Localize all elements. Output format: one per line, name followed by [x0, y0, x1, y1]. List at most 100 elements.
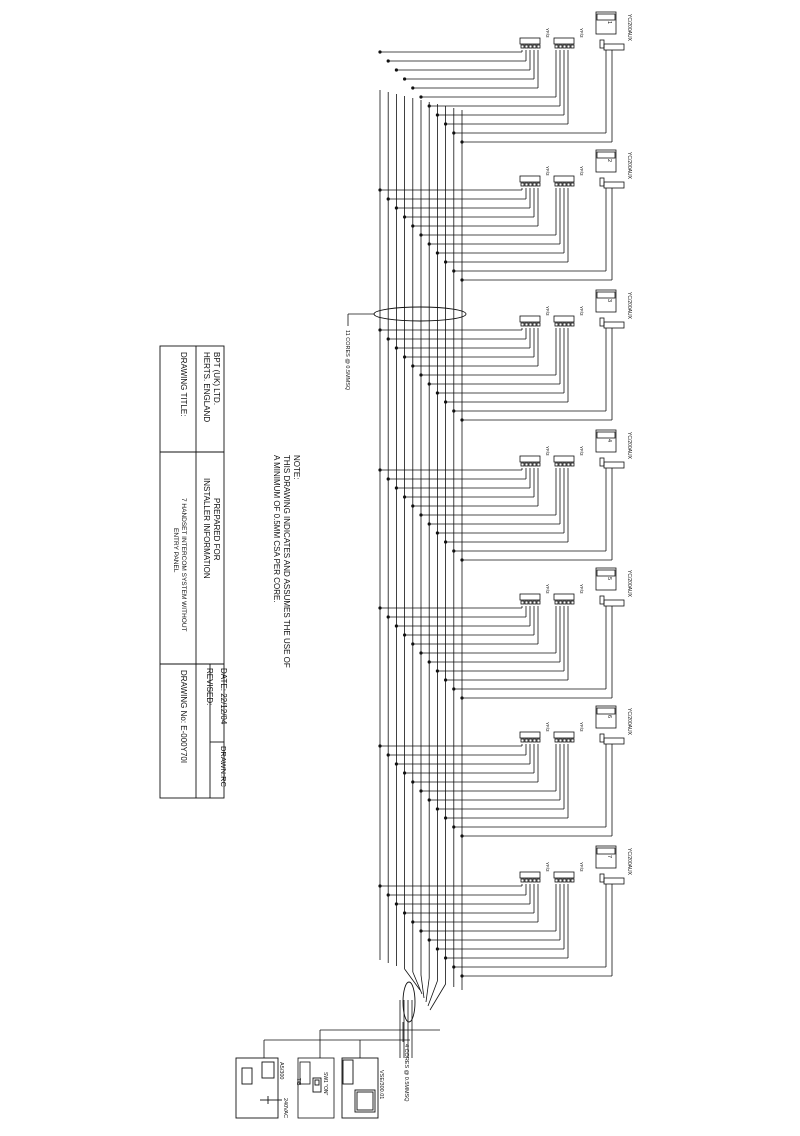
handset-earpiece — [596, 431, 616, 439]
junction-dot — [378, 884, 382, 888]
distributor-terminal — [570, 738, 575, 743]
distributor-terminal — [566, 878, 571, 883]
junction-dot — [419, 789, 423, 793]
handset-body — [595, 289, 617, 313]
handset-terminal — [599, 177, 605, 187]
junction-dot — [386, 615, 390, 619]
junction-dot — [427, 938, 431, 942]
handset-body — [595, 567, 617, 591]
handset-terminal-strip — [603, 877, 625, 885]
distributor-model-label: YF/3 — [545, 166, 550, 176]
distributor-terminal — [536, 182, 541, 187]
distributor-terminal — [566, 322, 571, 327]
distributor-terminal — [524, 738, 529, 743]
distributor-terminal — [558, 878, 563, 883]
distributor-terminal-strip — [553, 315, 575, 323]
junction-dot — [411, 780, 415, 784]
distributor-terminal — [562, 44, 567, 49]
junction-dot — [435, 669, 439, 673]
note-line-2: A MINIMUM OF 0.5MM CSA PER CORE. — [272, 455, 281, 603]
junction-dot — [394, 624, 398, 628]
distributor-terminal-strip — [519, 455, 541, 463]
junction-dot — [435, 807, 439, 811]
bus-to-panel-wire — [425, 977, 430, 1003]
distributor-terminal — [570, 322, 575, 327]
station-number: 3 — [606, 299, 612, 302]
distributor-model-label: YF/3 — [579, 584, 584, 594]
handset-earpiece — [596, 569, 616, 577]
prepared-line-1: PREPARED FOR — [212, 498, 221, 561]
distributor-terminal — [558, 462, 563, 467]
handset-terminal-strip — [603, 461, 625, 469]
main-cable-label: 11 CORES @ 0.5MMSQ — [344, 330, 350, 391]
junction-dot — [435, 113, 439, 117]
distributor-model-label: YF/3 — [579, 28, 584, 38]
panel-model-label: VSE/300.01 — [378, 1070, 384, 1099]
distributor-terminal — [520, 600, 525, 605]
junction-dot — [443, 400, 448, 404]
distributor-terminal-strip — [519, 731, 541, 739]
station-number: 2 — [606, 159, 612, 162]
junction-dot — [411, 504, 415, 508]
distributor-terminal-strip — [553, 455, 575, 463]
junction-dot — [402, 355, 407, 359]
junction-dot — [427, 382, 431, 386]
distributor-terminal — [528, 600, 533, 605]
handset-model-label: YC/200AUX — [626, 292, 632, 320]
panel-cable-label: 4 CORES @ 0.5MMSQ — [403, 1044, 409, 1102]
distributor-terminal — [558, 600, 563, 605]
distributor-terminal — [524, 182, 529, 187]
distributor-model-label: YF/3 — [545, 722, 550, 732]
distributor-terminal — [558, 182, 563, 187]
junction-dot — [411, 920, 415, 924]
station-number: 4 — [606, 439, 612, 442]
distributor-terminal — [524, 44, 529, 49]
distributor-terminal — [528, 322, 533, 327]
junction-dot — [386, 337, 390, 341]
junction-dot — [452, 687, 456, 691]
distributor-terminal — [570, 600, 575, 605]
junction-dot — [411, 364, 415, 368]
handset-body — [595, 149, 617, 173]
junction-dot — [402, 771, 407, 775]
junction-dot — [419, 95, 423, 99]
junction-dot — [435, 947, 439, 951]
station-number: 5 — [606, 577, 612, 580]
junction-dot — [386, 197, 390, 201]
distributor-terminal-strip — [519, 175, 541, 183]
distributor-model-label: YF/3 — [579, 862, 584, 872]
junction-dot — [435, 391, 439, 395]
distributor-terminal-strip — [553, 37, 575, 45]
junction-dot — [419, 233, 423, 237]
junction-dot — [378, 468, 382, 472]
junction-dot — [427, 522, 431, 526]
junction-dot — [435, 531, 439, 535]
main-cable-marker: 11 CORES @ 0.5MMSQ — [344, 306, 467, 391]
distributor-terminal — [562, 182, 567, 187]
distributor-terminal — [562, 738, 567, 743]
handset-model-label: YC/200AUX — [626, 708, 632, 736]
distributor-terminal — [566, 182, 571, 187]
distributor-terminal — [536, 44, 541, 49]
drawn-field: DRAWN:RC — [219, 746, 228, 788]
distributor-terminal — [554, 738, 559, 743]
jumper-label: 7/B — [295, 1078, 301, 1086]
date-field: DATE: 22/12/04 — [219, 668, 228, 725]
junction-dot — [435, 251, 439, 255]
bus-to-panel-wire — [427, 980, 438, 1007]
distributor-terminal — [570, 878, 575, 883]
junction-dot — [419, 373, 423, 377]
distributor-terminal — [520, 878, 525, 883]
handset-model-label: YC/200AUX — [626, 14, 632, 42]
distributor-terminal-strip — [519, 315, 541, 323]
distributor-terminal — [524, 600, 529, 605]
distributor-model-label: YF/3 — [579, 446, 584, 456]
distributor-terminal — [536, 322, 541, 327]
junction-dot — [411, 642, 415, 646]
handset-terminal-strip — [603, 737, 625, 745]
